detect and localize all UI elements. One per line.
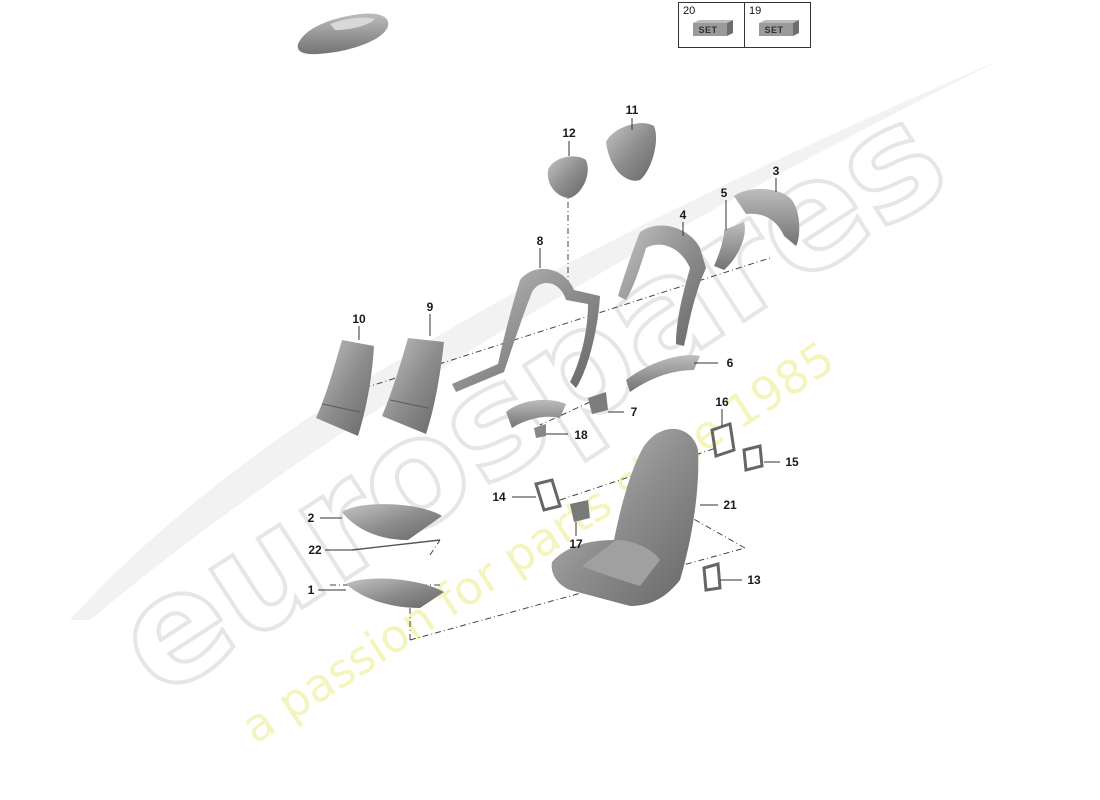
callout-7: 7 [631,405,638,419]
callout-13: 13 [747,573,761,587]
part-2-seat-cushion[interactable] [342,504,442,540]
callout-numbers: 11 12 3 5 4 8 9 10 6 7 18 16 15 14 21 17… [308,103,799,597]
set-label: SET [764,25,784,35]
part-13-belt-guide[interactable] [702,562,722,592]
watermark-brand: eurospares [85,68,975,730]
part-6-side-panel[interactable] [626,355,700,392]
part-7-clip[interactable] [588,392,608,414]
part-3-side-bolster[interactable] [734,188,800,246]
part-10-backrest-cushion[interactable] [316,340,374,436]
callout-17: 17 [569,537,583,551]
part-11-headrest-cover[interactable] [606,123,657,181]
callout-9: 9 [427,300,434,314]
part-9-backrest-cushion[interactable] [382,338,444,434]
callout-2: 2 [308,511,315,525]
callout-11: 11 [626,103,639,117]
set-box-icon [693,20,733,36]
part-16-belt-guide[interactable] [710,422,736,458]
callout-3: 3 [773,164,780,178]
callout-leaders [318,118,780,591]
set-item-19[interactable]: 19 SET [744,3,810,47]
part-12-headrest-pad[interactable] [547,156,588,198]
car-thumbnail [297,13,389,55]
callout-10: 10 [352,312,366,326]
set-item-20[interactable]: 20 SET [679,3,744,47]
part-14-belt-guide[interactable] [534,478,562,512]
callout-15: 15 [785,455,799,469]
part-21-seat-shell[interactable] [551,428,699,606]
callout-22: 22 [308,543,322,557]
part-1-seat-cushion[interactable] [346,578,444,608]
callout-1: 1 [308,583,315,597]
set-number: 20 [683,5,696,17]
set-number: 19 [749,5,762,17]
part-22-wire[interactable] [351,539,441,551]
callout-18: 18 [574,428,588,442]
set-label: SET [698,25,718,35]
part-15-belt-guide[interactable] [742,444,764,472]
part-8-backrest-frame[interactable] [452,268,600,392]
set-box-icon [759,20,799,36]
callout-14: 14 [492,490,506,504]
callout-6: 6 [727,356,734,370]
part-17-clip[interactable] [570,500,590,522]
part-5-trim-strip[interactable] [714,222,745,270]
callout-12: 12 [562,126,576,140]
callout-8: 8 [537,234,544,248]
callout-5: 5 [721,186,728,200]
callout-4: 4 [680,208,687,222]
part-4-backrest-frame[interactable] [618,225,706,346]
part-18-lower-trim[interactable] [506,399,566,438]
callout-16: 16 [715,395,729,409]
set-legend: 20 SET 19 SET [678,2,811,48]
callout-21: 21 [723,498,737,512]
